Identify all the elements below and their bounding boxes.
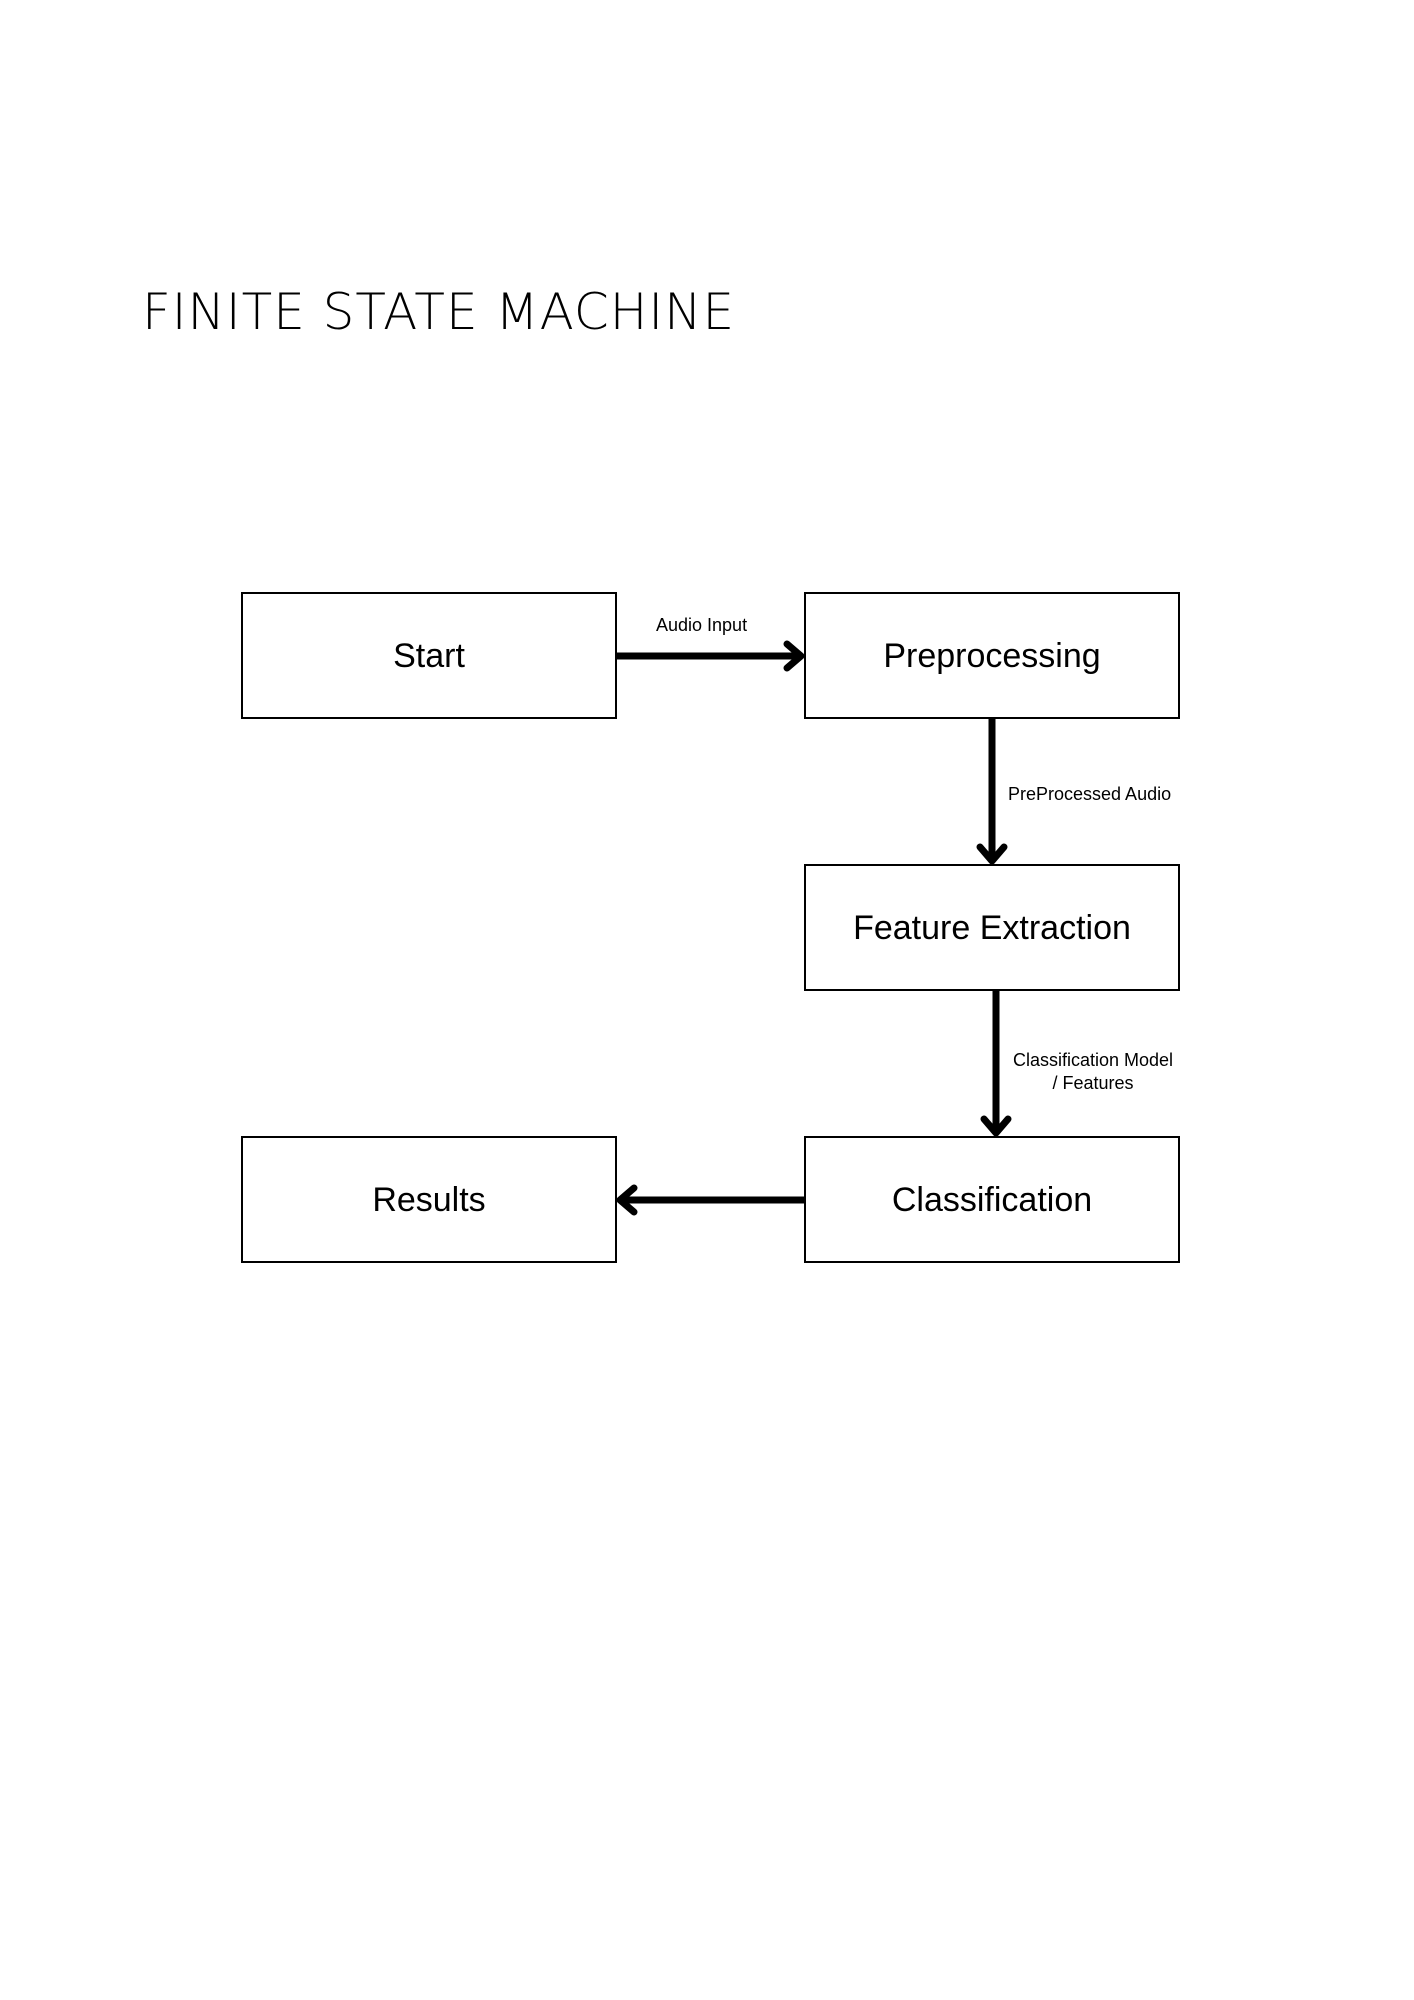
state-classification-label: Classification — [891, 1180, 1093, 1219]
transition-label-preprocessed-audio: PreProcessed Audio — [1008, 784, 1172, 804]
state-feature-extraction-label: Feature Extraction — [853, 908, 1131, 947]
arrow-start-to-preprocessing — [613, 640, 805, 672]
arrow-preprocessing-to-feature-extraction — [976, 715, 1008, 865]
transition-label-classification-model: Classification Model / Features — [1008, 1049, 1178, 1095]
state-preprocessing-label: Preprocessing — [883, 636, 1101, 675]
state-feature-extraction: Feature Extraction — [804, 864, 1180, 991]
state-start-label: Start — [393, 636, 465, 675]
state-start: Start — [241, 592, 617, 719]
state-results: Results — [241, 1136, 617, 1263]
state-results-label: Results — [372, 1180, 486, 1219]
page-title: FINITE STATE MACHINE — [142, 283, 736, 341]
transition-label-line-1: Classification Model — [1012, 1050, 1174, 1070]
arrow-classification-to-results — [616, 1184, 808, 1216]
arrow-feature-extraction-to-classification — [980, 987, 1012, 1137]
transition-label-line-2: / Features — [1052, 1073, 1134, 1093]
transition-label-audio-input: Audio Input — [656, 615, 748, 635]
state-classification: Classification — [804, 1136, 1180, 1263]
state-preprocessing: Preprocessing — [804, 592, 1180, 719]
